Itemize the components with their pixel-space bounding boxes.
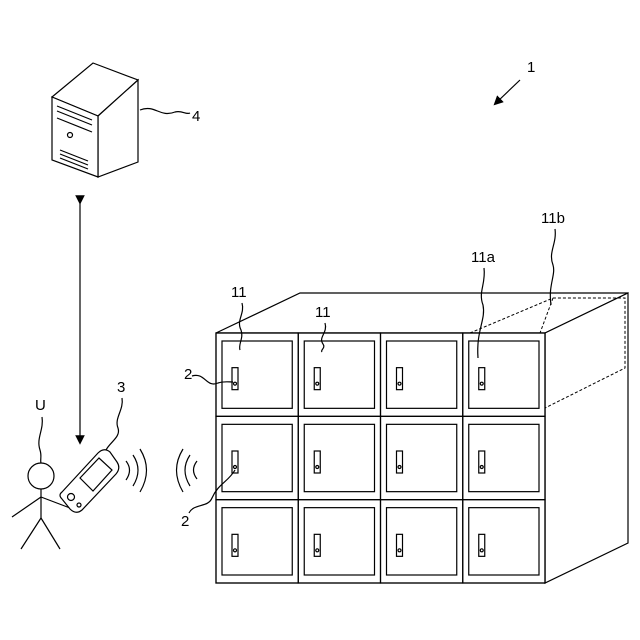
- user-ref-label: U: [35, 397, 46, 414]
- terminal-icon: [60, 450, 119, 513]
- terminal-leader: [106, 398, 122, 450]
- server-ref-label: 4: [192, 108, 200, 125]
- locker-door-ref-label: 11a: [471, 249, 496, 266]
- lock-ref-label-2: 2: [181, 513, 189, 530]
- locker-ref-label-2: 11: [315, 304, 331, 321]
- lock-ref-label-1: 2: [184, 366, 192, 383]
- user-figure: [12, 463, 70, 549]
- locker-wireless-icon: [177, 449, 198, 492]
- terminal-wireless-icon: [126, 449, 147, 492]
- system-ref-arrow: [497, 80, 520, 102]
- locker-ref-label-1: 11: [231, 284, 247, 301]
- server-icon: [52, 63, 138, 177]
- system-ref-label: 1: [527, 59, 535, 76]
- user-leader: [39, 417, 42, 463]
- locker-space-ref-label: 11b: [541, 210, 565, 227]
- server-leader-line: [140, 108, 190, 113]
- terminal-ref-label: 3: [117, 379, 125, 396]
- locker-unit: [216, 293, 628, 583]
